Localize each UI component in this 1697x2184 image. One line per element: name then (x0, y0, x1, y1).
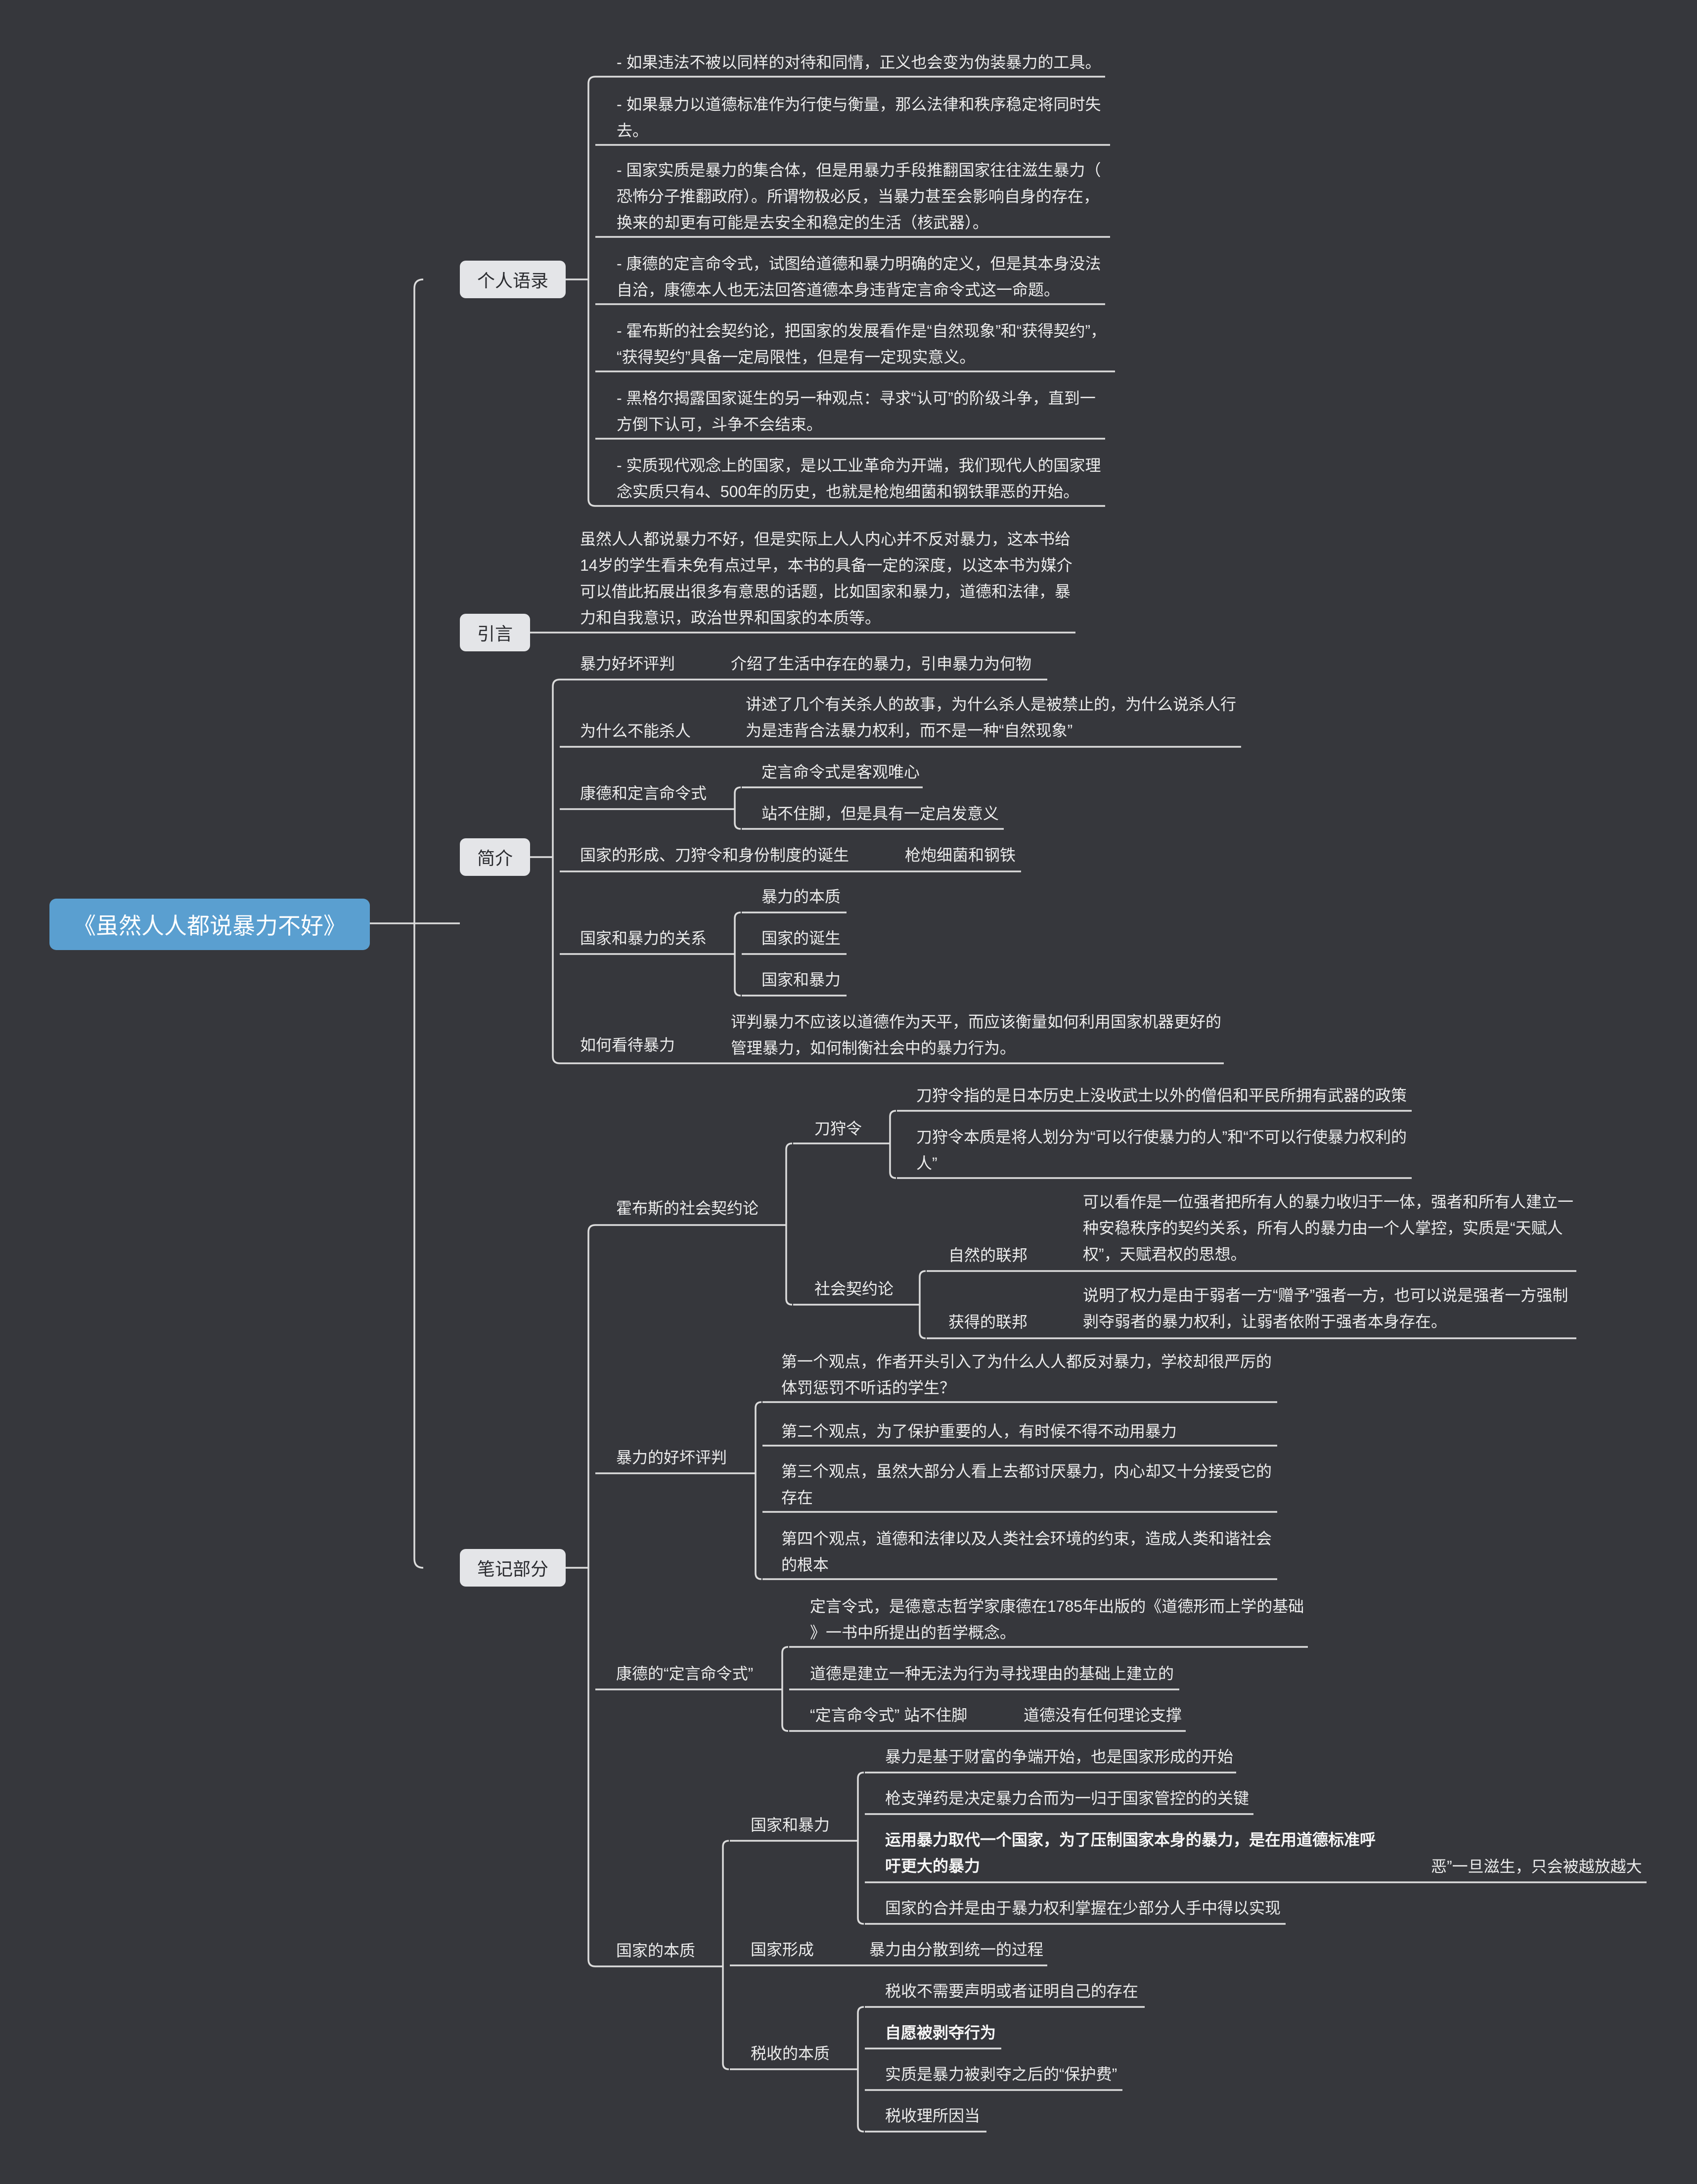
natural-text: 可以看作是一位强者把所有人的暴力收归于一体，强者和所有人建立一 (1083, 1193, 1574, 1211)
topic-intro[interactable]: 引言 (460, 614, 530, 651)
summary-child: 站不住脚，但是具有一定启发意义 (761, 805, 999, 822)
connector-line (755, 1401, 762, 1580)
connector-line (785, 1142, 793, 1306)
quote-text: - 国家实质是暴力的集合体，但是用暴力手段推翻国家往往滋生暴力（ (617, 161, 1101, 179)
acquired-text: 说明了权力是由于弱者一方“赠予”强者一方，也可以说是强者一方强制 (1083, 1286, 1568, 1304)
connector-line (781, 1646, 789, 1732)
summary-label: 国家和暴力的关系 (580, 929, 707, 947)
state-violence-label: 国家和暴力 (751, 1816, 830, 1834)
quote-text: - 如果违法不被以同样的对待和同情，正义也会变为伪装暴力的工具。 (617, 53, 1101, 71)
connector-line (734, 786, 741, 830)
summary-label: 为什么不能杀人 (580, 722, 691, 740)
quote-text: - 如果暴力以道德标准作为行使与衡量，那么法律和秩序稳定将同时失 (617, 95, 1101, 113)
summary-child: 定言命令式是客观唯心 (761, 763, 920, 781)
summary-label: 康德和定言命令式 (580, 784, 707, 802)
judge-item: 第四个观点，道德和法律以及人类社会环境的约束，造成人类和谐社会 (781, 1530, 1272, 1547)
state-violence-item: 国家的合并是由于暴力权利掌握在少部分人手中得以实现 (885, 1899, 1281, 1917)
summary-label: 国家的形成、刀狩令和身份制度的诞生 (580, 846, 849, 864)
contract-label: 社会契约论 (814, 1280, 894, 1298)
formation-detail: 暴力由分散到统一的过程 (869, 1941, 1044, 1958)
kant-item: 》一书中所提出的哲学概念。 (810, 1624, 1016, 1641)
summary-detail: 评判暴力不应该以道德作为天平，而应该衡量如何利用国家机器更好的 (731, 1013, 1222, 1031)
topic-quotes[interactable]: 个人语录 (460, 261, 566, 298)
quote-text: 方倒下认可，斗争不会结束。 (617, 415, 823, 433)
quote-text: - 霍布斯的社会契约论，把国家的发展看作是“自然现象”和“获得契约”， (617, 322, 1107, 340)
state-violence-item: 枪支弹药是决定暴力合而为一归于国家管控的的关键 (885, 1789, 1250, 1807)
tax-item: 税收理所因当 (885, 2107, 981, 2125)
connector-line (889, 1110, 896, 1179)
quote-text: “获得契约”具备一定局限性，但是有一定现实意义。 (617, 348, 976, 366)
connector-line (552, 679, 560, 1064)
intro-text: 14岁的学生看未免有点过早，本书的具备一定的深度，以这本书为媒介 (580, 556, 1072, 574)
connector-line (587, 1224, 596, 1967)
quote-text: 念实质只有4、500年的历史，也就是枪炮细菌和钢铁罪恶的开始。 (617, 483, 1079, 500)
katana-item: 刀狩令指的是日本历史上没收武士以外的僧侣和平民所拥有武器的政策 (916, 1087, 1407, 1104)
quote-text: - 康德的定言命令式，试图给道德和暴力明确的定义，但是其本身没法 (617, 255, 1101, 273)
tax-label: 税收的本质 (751, 2045, 830, 2062)
kant-label: 康德的“定言命令式” (616, 1665, 754, 1683)
connector-line (734, 911, 741, 997)
summary-label: 如何看待暴力 (580, 1036, 675, 1054)
quote-text: - 黑格尔揭露国家诞生的另一种观点：寻求“认可”的阶级斗争，直到一 (617, 389, 1096, 407)
judge-item: 第三个观点，虽然大部分人看上去都讨厌暴力，内心却又十分接受它的 (781, 1462, 1272, 1480)
natural-text: 权”，天赋君权的思想。 (1083, 1245, 1247, 1263)
judge-item: 的根本 (781, 1556, 829, 1574)
formation-label: 国家形成 (751, 1941, 814, 1958)
summary-detail: 介绍了生活中存在的暴力，引申暴力为何物 (731, 655, 1032, 673)
quote-text: - 实质现代观念上的国家，是以工业革命为开端，我们现代人的国家理 (617, 456, 1101, 474)
summary-detail: 枪炮细菌和钢铁 (905, 846, 1016, 864)
summary-detail: 为是违背合法暴力权利，而不是一种“自然现象” (746, 722, 1073, 739)
judge-label: 暴力的好坏评判 (616, 1449, 727, 1466)
connector-line (587, 76, 596, 507)
summary-detail: 讲述了几个有关杀人的故事，为什么杀人是被禁止的，为什么说杀人行 (746, 695, 1237, 713)
tax-item: 自愿被剥夺行为 (885, 2024, 996, 2042)
intro-text: 可以借此拓展出很多有意思的话题，比如国家和暴力，道德和法律，暴 (580, 583, 1071, 600)
katana-item: 人” (916, 1154, 938, 1172)
katana-label: 刀狩令 (814, 1120, 862, 1138)
quote-text: 自洽，康德本人也无法回答道德本身违背定言命令式这一命题。 (617, 281, 1060, 299)
acquired-label: 获得的联邦 (948, 1313, 1028, 1331)
topic-summary[interactable]: 简介 (460, 838, 530, 876)
state-violence-extra: 恶”一旦滋生，只会被越放越大 (1431, 1858, 1642, 1875)
connector-line (919, 1270, 926, 1339)
connector-line (857, 2006, 864, 2133)
root-topic[interactable]: 《虽然人人都说暴力不好》 (49, 899, 370, 950)
quote-text: 去。 (617, 122, 649, 139)
natural-label: 自然的联邦 (948, 1246, 1028, 1264)
kant-item: 道德是建立一种无法为行为寻找理由的基础上建立的 (810, 1665, 1174, 1683)
connector-line (857, 1772, 864, 1925)
state-label: 国家的本质 (616, 1942, 696, 1959)
quote-text: 换来的却更有可能是去安全和稳定的生活（核武器）。 (617, 214, 989, 231)
judge-item: 第二个观点，为了保护重要的人，有时候不得不动用暴力 (781, 1422, 1177, 1440)
tax-item: 实质是暴力被剥夺之后的“保护费” (885, 2065, 1117, 2083)
state-violence-item: 吁更大的暴力 (885, 1857, 981, 1875)
notes-hobbes-label: 霍布斯的社会契约论 (616, 1199, 759, 1217)
summary-detail: 管理暴力，如何制衡社会中的暴力行为。 (731, 1039, 1016, 1057)
state-violence-item: 运用暴力取代一个国家，为了压制国家本身的暴力，是在用道德标准呼 (885, 1831, 1376, 1849)
judge-item: 体罚惩罚不听话的学生？ (781, 1379, 956, 1397)
summary-label: 暴力好坏评判 (580, 655, 675, 673)
acquired-text: 剥夺弱者的暴力权利，让弱者依附于强者本身存在。 (1083, 1313, 1447, 1330)
kant-weak-label: “定言命令式” 站不住脚 (810, 1706, 968, 1724)
judge-item: 第一个观点，作者开头引入了为什么人人都反对暴力，学校却很严厉的 (781, 1353, 1272, 1370)
topic-notes[interactable]: 笔记部分 (460, 1549, 566, 1587)
state-violence-item: 暴力是基于财富的争端开始，也是国家形成的开始 (885, 1748, 1234, 1766)
kant-item: 定言令式，是德意志哲学家康德在1785年出版的《道德形而上学的基础 (810, 1597, 1304, 1615)
summary-child: 国家的诞生 (761, 929, 841, 947)
tax-item: 税收不需要声明或者证明自己的存在 (885, 1982, 1139, 2000)
connector-line (722, 1840, 729, 2070)
natural-text: 种安稳秩序的契约关系，所有人的暴力由一个人掌控，实质是“天赋人 (1083, 1219, 1563, 1237)
summary-child: 国家和暴力 (761, 971, 841, 989)
katana-item: 刀狩令本质是将人划分为“可以行使暴力的人”和“不可以行使暴力权利的 (916, 1128, 1407, 1146)
kant-weak-detail: 道德没有任何理论支撑 (1024, 1706, 1182, 1724)
quote-text: 恐怖分子推翻政府）。所谓物极必反，当暴力甚至会影响自身的存在， (617, 187, 1100, 205)
intro-text: 力和自我意识，政治世界和国家的本质等。 (580, 609, 881, 627)
intro-text: 虽然人人都说暴力不好，但是实际上人人内心并不反对暴力，这本书给 (580, 530, 1071, 548)
judge-item: 存在 (781, 1489, 813, 1506)
summary-child: 暴力的本质 (761, 888, 841, 906)
